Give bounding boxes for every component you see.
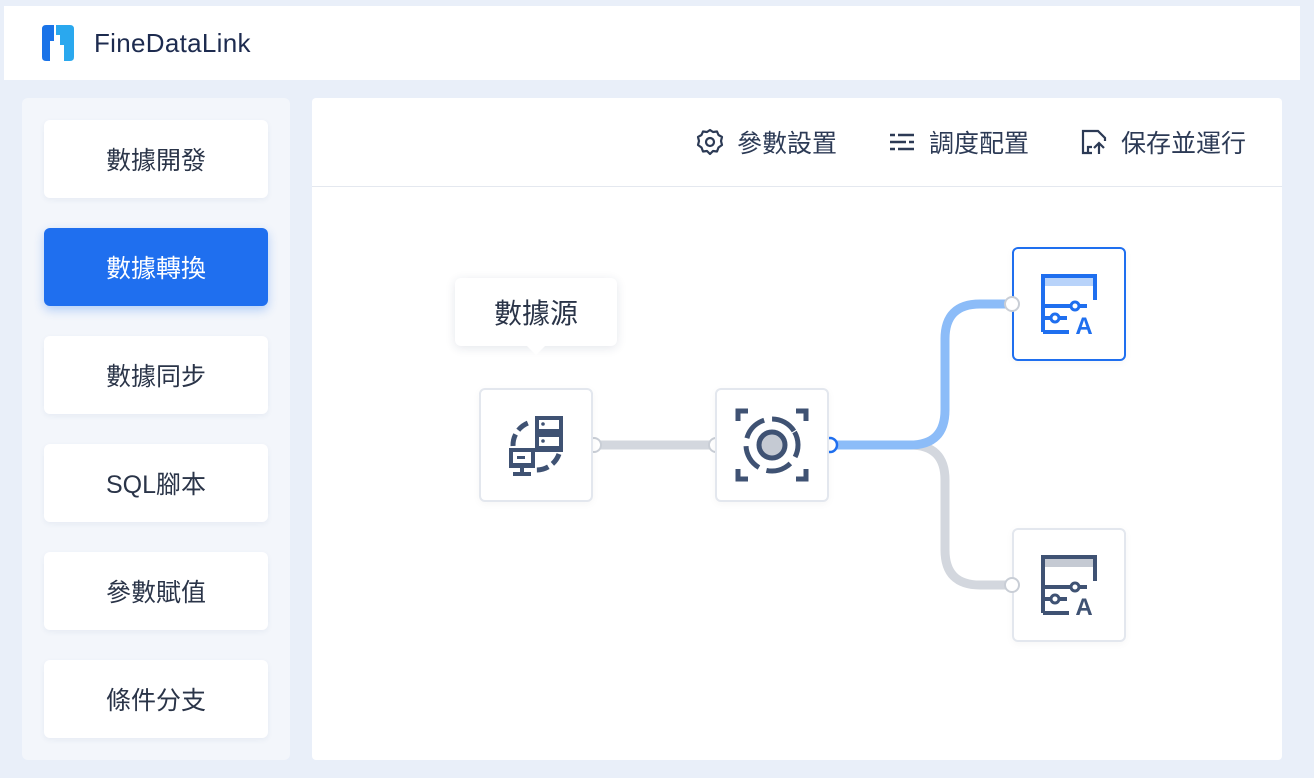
transform-icon — [735, 408, 809, 482]
sliders-icon — [889, 132, 914, 152]
param-settings-label: 參數設置 — [736, 130, 837, 158]
edge-transform-to-output-2[interactable] — [830, 440, 1012, 590]
schedule-config-button[interactable]: 調度配置 — [887, 124, 1029, 160]
node-tooltip: 數據源 — [455, 278, 617, 355]
gear-icon — [696, 128, 724, 156]
sidebar-item-data-transformation[interactable]: 數據轉換 — [44, 228, 268, 306]
app-header: FineDataLink — [4, 6, 1300, 80]
save-and-run-button[interactable]: 保存並運行 — [1079, 124, 1246, 160]
sidebar-item-sql-script[interactable]: SQL腳本 — [44, 444, 268, 522]
save-and-run-label: 保存並運行 — [1120, 130, 1246, 158]
data-source-icon — [509, 416, 563, 476]
sidebar: 數據開發 數據轉換 數據同步 SQL腳本 參數賦值 條件分支 — [22, 98, 290, 760]
sidebar-item-condition-branch[interactable]: 條件分支 — [44, 660, 268, 738]
param-settings-button[interactable]: 參數設置 — [695, 124, 837, 160]
transform-node[interactable] — [715, 388, 829, 502]
save-run-icon — [1081, 129, 1107, 155]
brand-name: FineDataLink — [94, 27, 251, 58]
table-output-icon: A — [1041, 555, 1097, 617]
output-node-1[interactable]: A — [1012, 247, 1126, 361]
schedule-config-label: 調度配置 — [928, 130, 1029, 158]
svg-text:A: A — [1075, 313, 1092, 336]
data-source-node[interactable] — [479, 388, 593, 502]
table-output-icon: A — [1041, 274, 1097, 336]
svg-text:A: A — [1075, 594, 1092, 617]
finedatalink-logo-icon — [42, 25, 74, 61]
sidebar-item-data-sync[interactable]: 數據同步 — [44, 336, 268, 414]
toolbar: 參數設置 調度配置 保存並運行 — [312, 98, 1282, 187]
sidebar-item-data-development[interactable]: 數據開發 — [44, 120, 268, 198]
sidebar-item-param-assign[interactable]: 參數賦值 — [44, 552, 268, 630]
output-node-2[interactable]: A — [1012, 528, 1126, 642]
edge-transform-to-output-1[interactable] — [830, 299, 1012, 450]
